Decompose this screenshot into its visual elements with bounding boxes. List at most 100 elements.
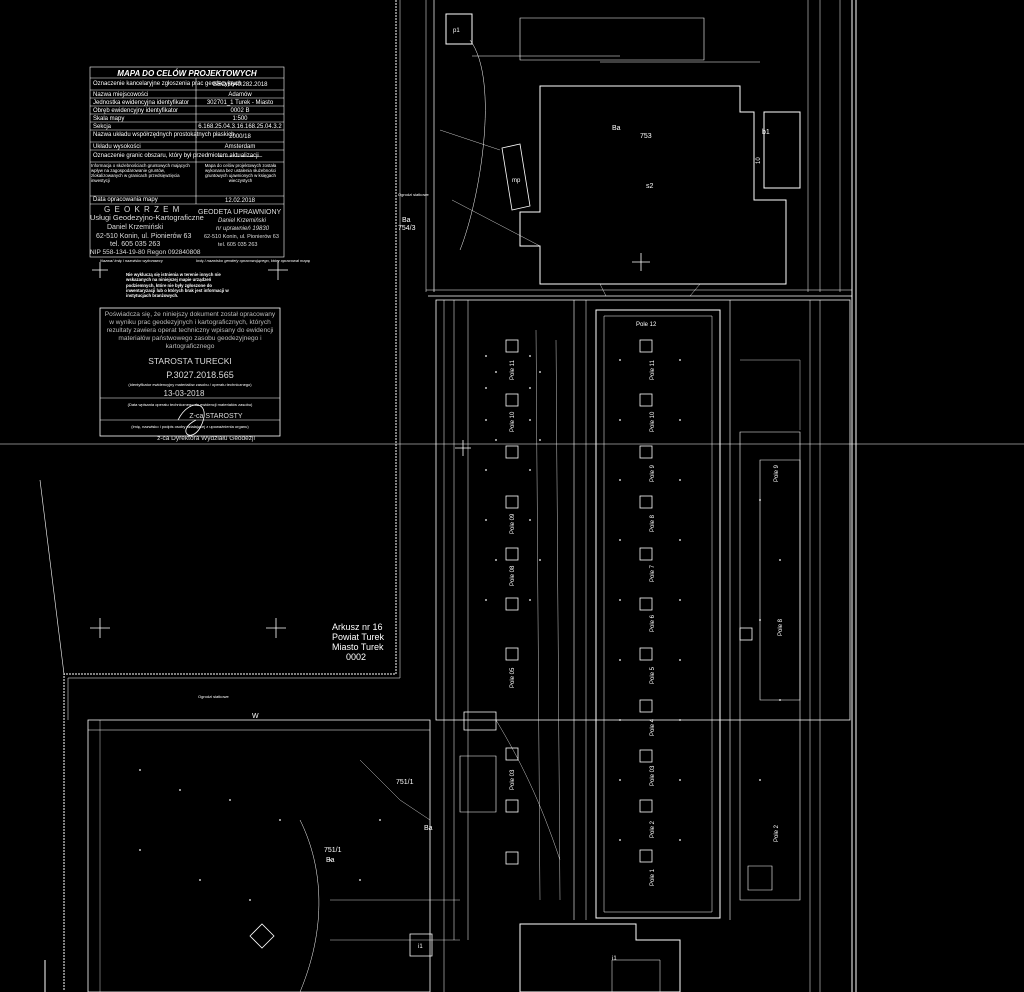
tb-value-1: Adamów: [228, 92, 252, 98]
field-label-west-10: Pole 10: [510, 411, 516, 432]
signature-scribble: [177, 404, 205, 436]
tb-label-7: Układu wysokości: [93, 144, 141, 150]
panel-squares: [505, 339, 753, 865]
parcel-ba-lower2: Ba: [424, 825, 433, 832]
parcel-s2: s2: [646, 183, 654, 190]
sheet-label-2: Powiat Turek: [332, 632, 385, 642]
lower-area: [87, 711, 773, 992]
field-label-7: Pole 7: [650, 564, 656, 582]
field-label-4: Pole 4: [650, 718, 656, 736]
spot-heights: [139, 355, 781, 901]
field-label-10: Pole 10: [650, 411, 656, 432]
tb-value-7: Amsterdam: [225, 144, 256, 150]
parcel-751-1: 751/1: [396, 779, 414, 786]
tb-value-3: 0002 B: [230, 108, 249, 114]
tb-label-6: Nazwa układu współrzędnych prostokątnych…: [93, 132, 234, 138]
tb-label-9-box: Informacja o służebnościach gruntowych m…: [91, 163, 190, 183]
tb-label-4: Skala mapy: [93, 116, 124, 122]
company-name: Usługi Geodezyjno-Kartograficzne: [90, 213, 204, 222]
building-upper: [425, 0, 852, 297]
parcel-10: 10: [756, 157, 762, 164]
company-caption-right: Imię i nazwisko geodety opracowującego, …: [196, 258, 311, 263]
stamp-caption3: (imię, nazwisko i podpis osoby działając…: [131, 424, 249, 429]
company-phone: tel. 605 035 263: [110, 241, 160, 248]
parcel-ba-lower: Ba: [326, 857, 335, 864]
fence-label-2: Ogrodzi siatkowe: [198, 694, 229, 699]
fence-label-1: Ogrodzi siatkowe: [398, 192, 429, 197]
company-address: 62-510 Konin, ul. Pionierów 63: [96, 233, 191, 240]
geodeta-title: GEODETA UPRAWNIONY: [198, 209, 282, 216]
stamp-caption1: (identyfikator ewidencyjny materiałów za…: [128, 382, 252, 387]
parcel-ba-left: Ba: [402, 217, 411, 224]
parcel-751-1b: 751/1: [324, 847, 342, 854]
parcel-754-3: 754/3: [398, 225, 416, 232]
field-label-11: Pole 11: [650, 359, 656, 380]
parcel-p1: p1: [453, 28, 460, 34]
parcel-w: W: [252, 713, 259, 720]
sheet-label-1: Arkusz nr 16: [332, 622, 383, 632]
sheet-label-3: Miasto Turek: [332, 642, 384, 652]
parcel-b1: b1: [762, 129, 770, 136]
stamp-caption2: (Data wpisania operatu technicznego do e…: [128, 402, 253, 407]
field-label-west-03: Pole 03: [510, 769, 516, 790]
title-block-heading: MAPA DO CELÓW PROJEKTOWYCH: [117, 69, 257, 78]
field-label-9: Pole 9: [650, 464, 656, 482]
field-label-2: Pole 2: [650, 820, 656, 838]
field-label-east-8: Pole 8: [778, 618, 784, 636]
stamp-text: Poświadcza się, że niniejszy dokument zo…: [104, 311, 276, 350]
field-label-east-2: Pole 2: [774, 824, 780, 842]
company-person: Daniel Krzemiński: [107, 224, 163, 231]
field-label-west-05: Pole 05: [510, 667, 516, 688]
tb-label-3: Obręb ewidencyjny identyfikator: [93, 108, 178, 114]
stamp-signature: z-ca Dyrektora Wydziału Geodezji: [157, 435, 255, 442]
stamp-authority: STAROSTA TURECKI: [148, 356, 232, 366]
notice-text: Nie wykluczą się istnienia w terenie inn…: [126, 272, 229, 299]
field-label-1: Pole 1: [650, 868, 656, 886]
stamp-date: 13-03-2018: [164, 389, 205, 398]
tb-value-6: 2000/18: [229, 134, 251, 140]
tb-value-8: — — — — — —: [218, 154, 262, 160]
tb-label-0: Oznaczenie kancelaryjne zgłoszenia prac …: [93, 81, 242, 87]
geodeta-address: 62-510 Konin, ul. Pionierów 63: [204, 234, 279, 240]
parcel-i1: i1: [418, 944, 423, 950]
tb-value-0: GEO.6640.282.2018: [212, 82, 268, 88]
tb-label-8: Oznaczenie granic obszaru, który był prz…: [93, 153, 259, 159]
parcel-ba-upper: Ba: [612, 125, 621, 132]
tb-value-9-box: Mapa do celów projektowych została wykon…: [204, 163, 277, 183]
tb-label-10: Data opracowania mapy: [93, 197, 158, 203]
company-nip: NIP 558-134-19-80 Regon 092840808: [90, 249, 201, 256]
notice-box: Nie wykluczą się istnienia w terenie inn…: [126, 272, 229, 299]
stamp-signatory: Z-ca STAROSTY: [189, 413, 242, 420]
field-label-8: Pole 8: [650, 514, 656, 532]
field-label-12: Pole 12: [636, 322, 657, 328]
field-label-6: Pole 6: [650, 614, 656, 632]
field-label-west-11: Pole 11: [510, 359, 516, 380]
grid-crosses: [90, 253, 650, 638]
title-block: [89, 66, 285, 437]
company-caption-left: Nazwa/ imię i nazwisko wykonawcy: [100, 258, 164, 263]
company-logo: G E O K R Z E M: [104, 205, 180, 214]
field-label-east-9: Pole 9: [774, 464, 780, 482]
sheet-label-4: 0002: [346, 652, 366, 662]
parcel-mp: mp: [512, 178, 521, 184]
tb-value-5: 6.168.25.04.3.16.168.25.04.3.2: [198, 124, 282, 130]
tb-value-4: 1:500: [232, 116, 248, 122]
stamp-number: P.3027.2018.565: [166, 370, 233, 380]
field-label-5: Pole 5: [650, 666, 656, 684]
tb-label-1: Nazwa miejscowości: [93, 92, 148, 98]
field-label-west-09: Pole 09: [510, 513, 516, 534]
field-label-west-08: Pole 08: [510, 565, 516, 586]
tb-value-10: 12.02.2018: [225, 198, 256, 204]
field-label-03: Pole 03: [650, 765, 656, 786]
tb-label-5: Sekcja: [93, 124, 112, 130]
tb-value-9: Mapa do celów projektowych została wykon…: [204, 163, 277, 183]
stamp-text-box: Poświadcza się, że niniejszy dokument zo…: [104, 311, 276, 350]
geodeta-phone: tel. 605 035 263: [218, 242, 257, 248]
parcel-753: 753: [640, 133, 652, 140]
geodeta-nr: nr uprawnień 19830: [216, 226, 270, 232]
pv-field-area: [435, 299, 851, 992]
tb-label-2: Jednostka ewidencyjna identyfikator: [93, 100, 189, 106]
geodeta-name: Daniel Krzemiński: [218, 218, 267, 224]
